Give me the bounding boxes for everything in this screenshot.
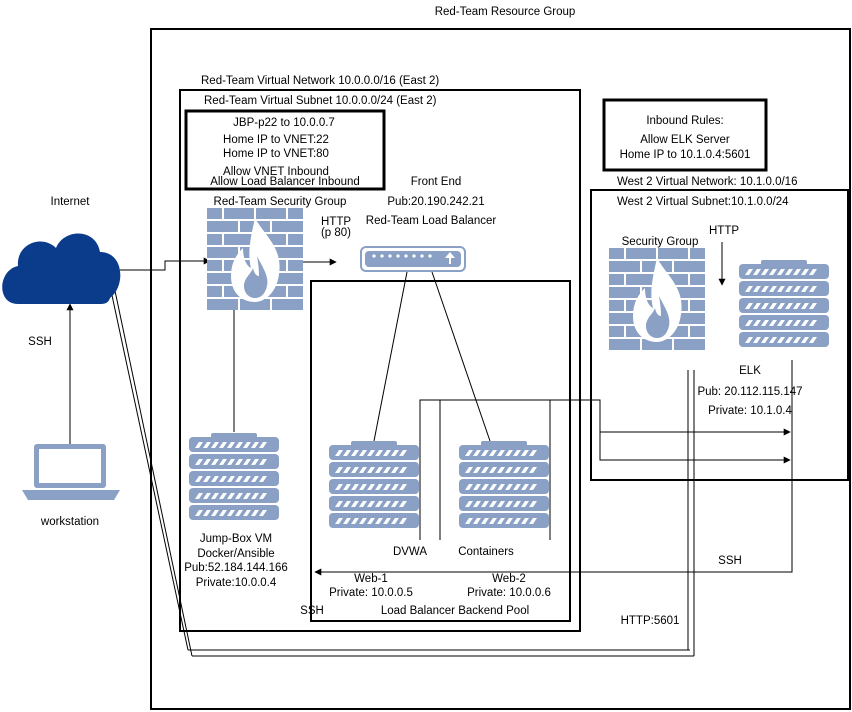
load-balancer-icon	[360, 246, 466, 272]
rule-line: Allow Load Balancer Inbound	[210, 176, 360, 188]
rule-line: JBP-p22 to 10.0.0.7	[233, 117, 335, 129]
web2-ip-label: Private: 10.0.0.6	[467, 587, 551, 599]
west-http-label: HTTP	[709, 225, 739, 237]
red-subnet-title: Red-Team Virtual Subnet 10.0.0.0/24 (Eas…	[204, 95, 437, 107]
web1-label: Web-1	[354, 573, 388, 585]
jumpbox-server-icon	[189, 433, 279, 520]
ssh-connection-label: SSH	[718, 555, 742, 567]
west-vnet-box	[590, 189, 849, 481]
west-subnet-title: West 2 Virtual Subnet:10.1.0.0/24	[617, 196, 789, 208]
jumpbox-label: Pub:52.184.144.166	[184, 562, 288, 574]
backend-pool-box	[310, 280, 571, 622]
elk-private-label: Private: 10.1.0.4	[708, 405, 792, 417]
internet-label: Internet	[51, 196, 91, 208]
dvwa-label: DVWA	[393, 546, 427, 558]
web2-label: Web-2	[492, 573, 526, 585]
red-team-firewall-icon	[206, 207, 304, 311]
west-security-group-label: Security Group	[622, 236, 699, 248]
red-http-port-label: (p 80)	[321, 227, 351, 239]
rule-line: Allow VNET Inbound	[223, 166, 329, 178]
workstation-label: workstation	[40, 516, 99, 528]
jumpbox-ssh-label: SSH	[300, 605, 324, 617]
laptop-icon	[22, 444, 120, 500]
red-vnet-title: Red-Team Virtual Network 10.0.0.0/16 (Ea…	[201, 75, 439, 87]
cloud-icon	[2, 233, 121, 304]
west-firewall-icon	[608, 247, 706, 351]
front-end-label: Front End	[411, 176, 462, 188]
inbound-rules-line: Home IP to 10.1.0.4:5601	[620, 149, 751, 161]
rule-line: Home IP to VNET:22	[223, 134, 329, 146]
front-end-pub-label: Pub:20.190.242.21	[387, 196, 484, 208]
red-vnet-box	[179, 89, 581, 632]
elk-label: ELK	[739, 365, 761, 377]
containers-label: Containers	[458, 546, 514, 558]
web1-ip-label: Private: 10.0.0.5	[329, 587, 413, 599]
elk-pub-label: Pub: 20.112.115.147	[697, 386, 802, 398]
inbound-rules-box	[602, 98, 768, 172]
red-security-group-label: Red-Team Security Group	[214, 196, 347, 208]
elk-server-icon	[739, 260, 829, 347]
dvwa-web1-server-icon	[329, 441, 419, 528]
workstation-ssh-label: SSH	[28, 336, 52, 348]
load-balancer-label: Red-Team Load Balancer	[366, 215, 497, 227]
jumpbox-label: Private:10.0.0.4	[196, 577, 277, 589]
connection-lines	[66, 242, 793, 657]
jumpbox-label: Docker/Ansible	[197, 548, 274, 560]
inbound-rules-line: Allow ELK Server	[640, 134, 730, 146]
http-5601-label: HTTP:5601	[621, 615, 680, 627]
resource-group-title: Red-Team Resource Group	[435, 6, 576, 18]
red-http-label: HTTP	[321, 216, 351, 228]
rules-box	[184, 109, 386, 191]
west-vnet-title: West 2 Virtual Network: 10.1.0.0/16	[617, 176, 797, 188]
jumpbox-label: Jump-Box VM	[200, 533, 272, 545]
containers-web2-server-icon	[459, 441, 549, 528]
backend-pool-title: Load Balancer Backend Pool	[381, 605, 529, 617]
inbound-rules-line: Inbound Rules:	[646, 115, 723, 127]
resource-group-box	[150, 28, 851, 710]
rule-line: Home IP to VNET:80	[223, 148, 329, 160]
